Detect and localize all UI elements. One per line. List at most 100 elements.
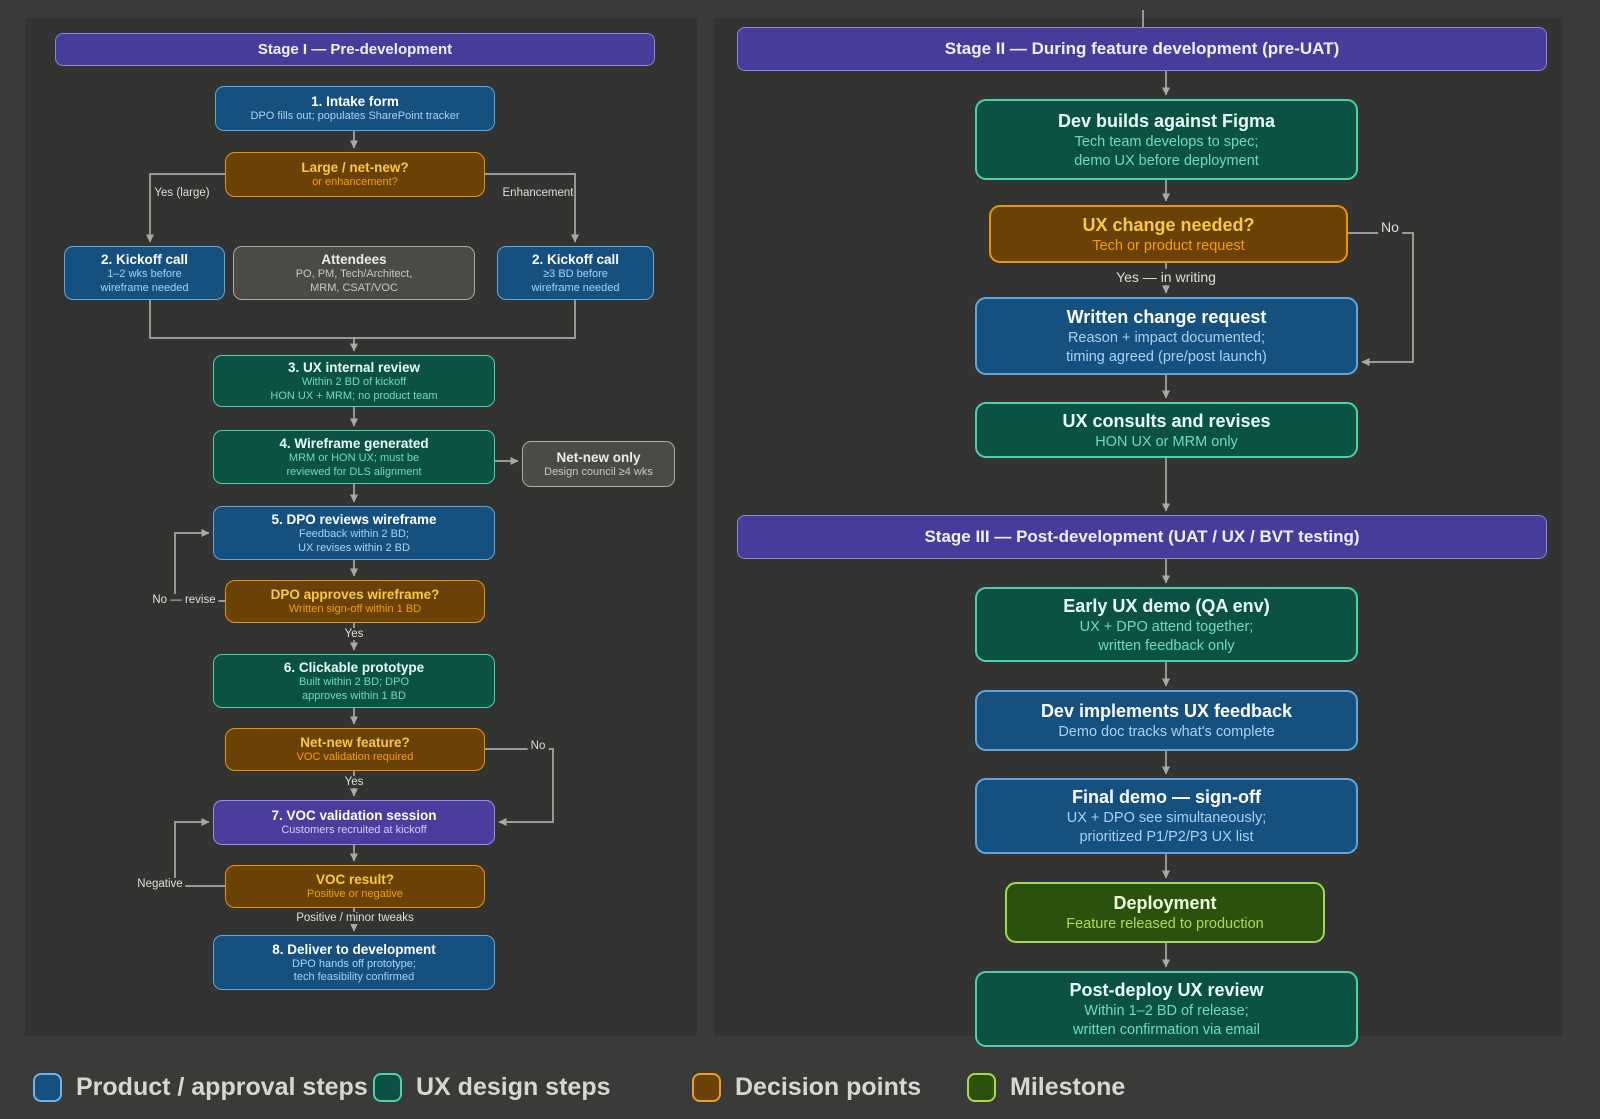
node-title: 2. Kickoff call	[100, 252, 189, 267]
node-subtitle: timing agreed (pre/post launch)	[1066, 349, 1267, 365]
node-subtitle: MRM or HON UX; must be	[288, 452, 420, 464]
node-subtitle: 1–2 wks before	[107, 268, 182, 280]
edge-label-no-change: No	[1378, 219, 1402, 235]
node-subtitle: Demo doc tracks what's complete	[1058, 724, 1275, 740]
node-final-demo: Final demo — sign-off UX + DPO see simul…	[975, 778, 1358, 854]
node-subtitle: DPO fills out; populates SharePoint trac…	[250, 110, 460, 123]
node-title: 7. VOC validation session	[271, 808, 437, 824]
node-kickoff-large: 2. Kickoff call 1–2 wks before wireframe…	[64, 246, 225, 300]
node-title: Deployment	[1113, 893, 1217, 913]
stage3-title: Stage III — Post-development (UAT / UX /…	[924, 527, 1360, 546]
stage2-header: Stage II — During feature development (p…	[737, 27, 1547, 71]
node-net-new-note: Net-new only Design council ≥4 wks	[522, 441, 675, 487]
edge-label-yes-large: Yes (large)	[154, 187, 210, 199]
legend-item-decision: Decision points	[692, 1072, 921, 1102]
node-subtitle: or enhancement?	[312, 176, 398, 189]
node-title: Post-deploy UX review	[1069, 980, 1264, 1000]
node-title: Written change request	[1066, 307, 1267, 327]
node-post-deploy-review: Post-deploy UX review Within 1–2 BD of r…	[975, 971, 1358, 1047]
node-subtitle: ≥3 BD before	[543, 268, 608, 280]
edge-label-yes-netnew: Yes	[341, 776, 367, 788]
legend-item-ux: UX design steps	[373, 1072, 611, 1102]
edge-label-no-netnew: No	[527, 740, 549, 752]
node-subtitle: Positive or negative	[307, 888, 403, 901]
node-wireframe-generated: 4. Wireframe generated MRM or HON UX; mu…	[213, 430, 495, 484]
node-subtitle: tech feasibility confirmed	[293, 971, 415, 983]
node-subtitle: demo UX before deployment	[1074, 152, 1259, 169]
node-intake-form: 1. Intake form DPO fills out; populates …	[215, 86, 495, 131]
node-subtitle: written confirmation via email	[1073, 1022, 1260, 1038]
node-size-decision: Large / net-new? or enhancement?	[225, 152, 485, 197]
node-subtitle: prioritized P1/P2/P3 UX list	[1079, 829, 1254, 845]
node-deployment-milestone: Deployment Feature released to productio…	[1005, 882, 1325, 943]
edge-label-positive: Positive / minor tweaks	[293, 912, 417, 924]
legend-swatch-orange	[692, 1072, 721, 1102]
node-dpo-approves-decision: DPO approves wireframe? Written sign-off…	[225, 580, 485, 623]
node-subtitle: HON UX + MRM; no product team	[270, 389, 438, 402]
node-title: 6. Clickable prototype	[283, 660, 425, 675]
node-subtitle: Written sign-off within 1 BD	[288, 603, 422, 616]
node-subtitle: Feedback within 2 BD;	[298, 528, 410, 540]
node-title: Early UX demo (QA env)	[1063, 595, 1270, 616]
legend-label: UX design steps	[416, 1072, 611, 1101]
node-subtitle: DPO hands off prototype;	[292, 957, 416, 970]
node-subtitle: Within 2 BD of kickoff	[301, 376, 407, 388]
node-subtitle: PO, PM, Tech/Architect,	[295, 268, 413, 280]
edge-label-yes-writing: Yes — in writing	[1113, 269, 1219, 285]
node-subtitle: Tech or product request	[1092, 237, 1245, 254]
node-clickable-prototype: 6. Clickable prototype Built within 2 BD…	[213, 654, 495, 708]
node-subtitle: Tech team develops to spec;	[1074, 133, 1259, 150]
legend-item-milestone: Milestone	[967, 1072, 1125, 1102]
node-subtitle: UX + DPO see simultaneously;	[1066, 810, 1267, 826]
node-title: 2. Kickoff call	[531, 252, 620, 267]
node-title: Attendees	[321, 252, 387, 267]
node-ux-consults: UX consults and revises HON UX or MRM on…	[975, 402, 1358, 458]
node-title: Dev implements UX feedback	[1040, 701, 1293, 721]
edge-label-negative: Negative	[134, 878, 186, 890]
node-title: VOC result?	[315, 872, 394, 888]
node-title: Final demo — sign-off	[1072, 787, 1261, 807]
node-deliver-to-development: 8. Deliver to development DPO hands off …	[213, 935, 495, 990]
node-early-ux-demo: Early UX demo (QA env) UX + DPO attend t…	[975, 587, 1358, 662]
node-subtitle: MRM, CSAT/VOC	[310, 281, 398, 294]
node-subtitle: Reason + impact documented;	[1067, 330, 1266, 346]
node-title: Net-new feature?	[300, 735, 410, 751]
edge-label-enhancement: Enhancement	[502, 187, 574, 199]
node-subtitle: HON UX or MRM only	[1095, 433, 1238, 450]
node-ux-internal-review: 3. UX internal review Within 2 BD of kic…	[213, 355, 495, 407]
node-subtitle: reviewed for DLS alignment	[286, 465, 422, 478]
legend-swatch-teal	[373, 1072, 402, 1102]
node-subtitle: wireframe needed	[100, 281, 189, 294]
legend-label: Decision points	[735, 1072, 922, 1101]
node-title: 8. Deliver to development	[272, 941, 436, 957]
node-dpo-reviews-wireframe: 5. DPO reviews wireframe Feedback within…	[213, 506, 495, 560]
node-kickoff-enhancement: 2. Kickoff call ≥3 BD before wireframe n…	[497, 246, 654, 300]
legend-item-product: Product / approval steps	[33, 1072, 368, 1102]
stage2-title: Stage II — During feature development (p…	[944, 39, 1340, 58]
node-net-new-decision: Net-new feature? VOC validation required	[225, 728, 485, 771]
node-title: 4. Wireframe generated	[279, 436, 429, 451]
node-title: 3. UX internal review	[287, 360, 421, 375]
node-title: DPO approves wireframe?	[270, 587, 440, 603]
node-subtitle: Within 1–2 BD of release;	[1084, 1003, 1249, 1019]
legend-label: Product / approval steps	[76, 1072, 368, 1101]
node-written-change-request: Written change request Reason + impact d…	[975, 297, 1358, 375]
node-ux-change-decision: UX change needed? Tech or product reques…	[989, 205, 1348, 263]
stage1-header: Stage I — Pre-development	[55, 33, 655, 66]
node-title: Dev builds against Figma	[1057, 110, 1276, 131]
node-subtitle: Feature released to production	[1066, 916, 1264, 932]
node-voc-result-decision: VOC result? Positive or negative	[225, 865, 485, 908]
node-subtitle: UX revises within 2 BD	[298, 541, 410, 554]
node-subtitle: Customers recruited at kickoff	[281, 824, 427, 837]
node-subtitle: written feedback only	[1098, 637, 1235, 654]
node-title: Large / net-new?	[301, 160, 409, 176]
node-title: 5. DPO reviews wireframe	[271, 512, 437, 527]
node-title: 1. Intake form	[311, 94, 399, 110]
legend-swatch-green	[967, 1072, 996, 1102]
node-subtitle: Built within 2 BD; DPO	[298, 676, 410, 688]
stage1-title: Stage I — Pre-development	[257, 41, 453, 58]
legend-label: Milestone	[1010, 1072, 1126, 1101]
stage3-header: Stage III — Post-development (UAT / UX /…	[737, 515, 1547, 559]
node-subtitle: UX + DPO attend together;	[1079, 618, 1254, 635]
